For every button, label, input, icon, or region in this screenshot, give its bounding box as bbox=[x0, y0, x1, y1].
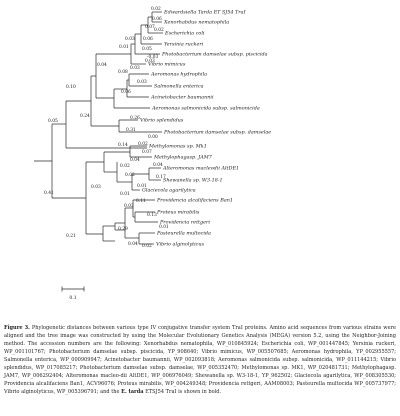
branch-length-label: 0.01 bbox=[137, 184, 147, 189]
branch-length-label: 0.06 bbox=[143, 37, 153, 42]
branch-length-label: 0.21 bbox=[66, 234, 76, 239]
caption-ending: ETSJ54 TraI is shown in bold. bbox=[143, 389, 222, 396]
branch-length-label: 0.04 bbox=[97, 63, 107, 68]
branch-length-label: 0.01 bbox=[119, 45, 129, 50]
branch-length-label: 0.00 bbox=[148, 135, 158, 140]
taxon-label: Escherichia coli bbox=[164, 31, 205, 37]
taxon-label: Photobacterium damselae subsp. piscicida bbox=[161, 52, 268, 58]
taxon-labels: Edwardsiella Tarda ET SJ54 TraI Xenorhabd… bbox=[140, 10, 271, 248]
branch-length-label: 0.06 bbox=[152, 17, 162, 22]
caption-bold-taxon: E. tarda bbox=[121, 389, 144, 396]
branch-length-label: 0.04 bbox=[153, 163, 163, 168]
branch-length-label: 0.03 bbox=[137, 80, 147, 85]
taxon-label: Providencia rettgeri bbox=[159, 220, 210, 226]
branch-length-label: 0.13 bbox=[147, 213, 157, 218]
taxon-label: Acinetobacter baumannii bbox=[150, 95, 214, 101]
taxon-label: Salmonella enterica bbox=[154, 84, 204, 90]
taxon-label: Shewanella sp. W3-18-1 bbox=[163, 178, 223, 184]
branch-length-label: 0.02 bbox=[120, 164, 130, 169]
branch-length-label: 0.24 bbox=[80, 114, 90, 119]
taxon-label: Vibrio alginolyticus bbox=[156, 242, 205, 248]
branch-length-label: 0.10 bbox=[66, 85, 76, 90]
taxon-label: Pasteurella multocida bbox=[156, 231, 211, 237]
taxon-label: Proteus mirabilis bbox=[156, 210, 200, 216]
tree-branches bbox=[34, 11, 163, 245]
branch-length-label: 0.29 bbox=[118, 227, 128, 232]
taxon-label: Edwardsiella Tarda ET SJ54 TraI bbox=[163, 10, 247, 16]
branch-length-label: 0.08 bbox=[118, 70, 128, 75]
branch-length-label: 0.03 bbox=[130, 66, 140, 71]
figure-caption: Figure 3. Phylogenetic distances between… bbox=[4, 324, 396, 396]
branch-length-label: 0.14 bbox=[118, 143, 128, 148]
branch-length-label: 0.17 bbox=[156, 175, 166, 180]
branch-length-label: 0.03 bbox=[145, 59, 155, 64]
branch-length-label: 0.02 bbox=[151, 7, 161, 12]
branch-length-labels: 0.020.060.070.020.060.030.050.01-0.030.0… bbox=[44, 7, 169, 249]
branch-length-label: 0.06 bbox=[121, 90, 131, 95]
branch-length-label: 0.07 bbox=[142, 150, 152, 155]
caption-body: Phylogenetic distances between various t… bbox=[4, 325, 396, 396]
branch-length-label: 0.31 bbox=[126, 128, 136, 133]
scale-bar-label: 0.1 bbox=[69, 295, 76, 301]
taxon-label: Methylophagasp. JAM7 bbox=[153, 155, 213, 161]
taxon-label: Glaciecola agarilytica bbox=[142, 188, 196, 194]
scale-bar: 0.1 bbox=[61, 286, 85, 301]
taxon-label: Yersinia ruckeri bbox=[164, 42, 204, 48]
taxon-label: Aeromonas hydrophila bbox=[150, 72, 207, 78]
branch-length-label: 0.04 bbox=[128, 242, 138, 247]
branch-length-label: 0.02 bbox=[124, 204, 134, 209]
branch-length-label: 0.04 bbox=[130, 158, 140, 163]
taxon-label: Vibrio mimicus bbox=[148, 62, 186, 68]
branch-length-label: 0.02 bbox=[142, 244, 152, 249]
branch-length-label: 0.11 bbox=[136, 199, 146, 204]
figure-label: Figure 3. bbox=[4, 325, 30, 331]
branch-length-label: 0.03 bbox=[125, 37, 135, 42]
branch-length-label: 0.05 bbox=[48, 119, 58, 124]
taxon-label: Xenorhabdus nematophila bbox=[163, 20, 229, 26]
taxon-label: Vibrio splendidus bbox=[140, 118, 184, 124]
branch-length-label: 0.02 bbox=[125, 173, 135, 178]
branch-length-label: -0.03 bbox=[147, 55, 158, 60]
branch-length-label: 0.07 bbox=[145, 25, 155, 30]
branch-length-label: 0.02 bbox=[138, 142, 148, 147]
branch-length-label: 0.41 bbox=[44, 191, 54, 196]
phylogenetic-tree: Edwardsiella Tarda ET SJ54 TraI Xenorhabd… bbox=[34, 7, 271, 301]
taxon-label: Alteromonas macleodii AltDE1 bbox=[162, 166, 239, 172]
branch-length-label: 0.03 bbox=[91, 185, 101, 190]
taxon-label: Providencia alcalifaciens Ban1 bbox=[156, 198, 233, 204]
taxon-label: Photobacterium damselae subsp. damselae bbox=[163, 130, 271, 136]
branch-length-label: 0.02 bbox=[154, 28, 164, 33]
taxon-label: Aeromonas salmonicida subsp. salmonicida bbox=[151, 106, 260, 112]
branch-length-label: 0.01 bbox=[159, 225, 169, 230]
taxon-label: Methylomonas sp. Mk1 bbox=[148, 144, 207, 150]
branch-length-label: 0.26 bbox=[130, 116, 140, 121]
branch-length-label: 0.05 bbox=[142, 47, 152, 52]
branch-length-label: 0.01 bbox=[120, 192, 130, 197]
